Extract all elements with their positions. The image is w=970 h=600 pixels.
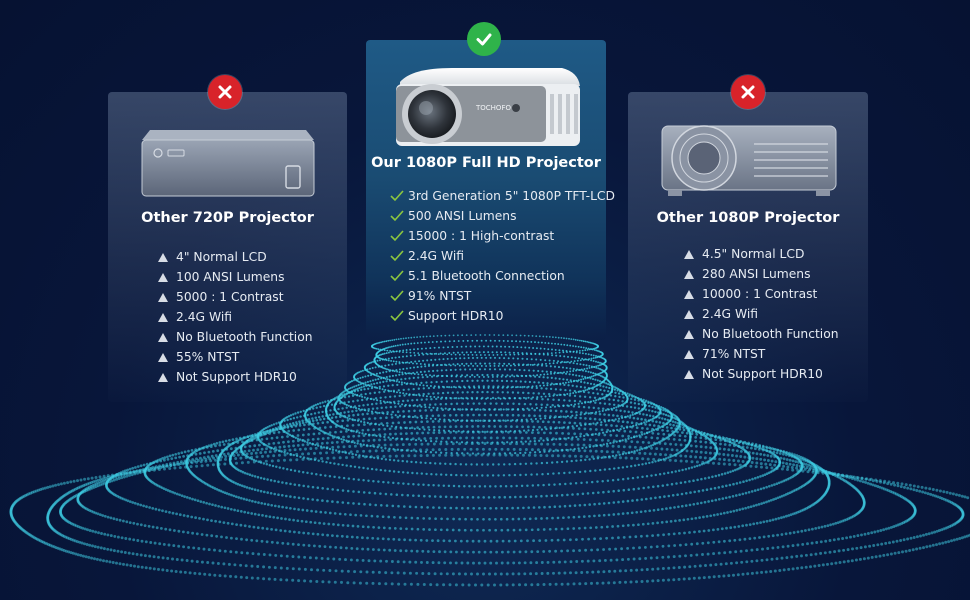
spec-item: 2.4G Wifi xyxy=(158,307,313,327)
triangle-bullet-icon xyxy=(684,289,694,299)
spec-list: 3rd Generation 5" 1080P TFT-LCD 500 ANSI … xyxy=(390,186,615,326)
card-other-1080p: Other 1080P Projector 4.5" Normal LCD 280… xyxy=(628,92,868,402)
spec-item: 2.4G Wifi xyxy=(684,304,839,324)
spec-list: 4" Normal LCD 100 ANSI Lumens 5000 : 1 Con… xyxy=(158,247,313,387)
triangle-bullet-icon xyxy=(158,352,168,362)
triangle-bullet-icon xyxy=(158,252,168,262)
projector-other-1080p-image xyxy=(661,125,837,196)
spec-item: 4.5" Normal LCD xyxy=(684,244,839,264)
spec-text: Support HDR10 xyxy=(408,309,504,323)
projector-720p-image xyxy=(141,130,315,197)
spec-item: 10000 : 1 Contrast xyxy=(684,284,839,304)
card-title: Our 1080P Full HD Projector xyxy=(371,155,601,171)
spec-text: No Bluetooth Function xyxy=(702,327,839,341)
spec-text: 2.4G Wifi xyxy=(702,307,759,321)
triangle-bullet-icon xyxy=(684,329,694,339)
check-bullet-icon xyxy=(390,230,404,242)
spec-text: Not Support HDR10 xyxy=(702,367,823,381)
projector-1080p-full-hd-image: TOCHOFO xyxy=(396,68,580,146)
card-other-720p: Other 720P Projector 4" Normal LCD 100 AN… xyxy=(108,92,347,402)
spec-text: 3rd Generation 5" 1080P TFT-LCD xyxy=(408,189,615,203)
card-our-1080p: TOCHOFO Our 1080P Full HD Projector 3rd … xyxy=(366,40,615,340)
card-title: Other 1080P Projector xyxy=(656,210,840,226)
card-title: Other 720P Projector xyxy=(141,210,314,226)
triangle-bullet-icon xyxy=(684,369,694,379)
spec-text: 2.4G Wifi xyxy=(408,249,465,263)
check-bullet-icon xyxy=(390,210,404,222)
spec-item: 71% NTST xyxy=(684,344,839,364)
triangle-bullet-icon xyxy=(158,312,168,322)
x-mark-icon xyxy=(731,75,765,109)
dot-field xyxy=(9,334,970,587)
spec-item: 100 ANSI Lumens xyxy=(158,267,313,287)
spec-item: 3rd Generation 5" 1080P TFT-LCD xyxy=(390,186,615,206)
spec-text: 15000 : 1 High-contrast xyxy=(408,229,555,243)
spec-item: 5.1 Bluetooth Connection xyxy=(390,266,615,286)
spec-text: 280 ANSI Lumens xyxy=(702,267,811,281)
check-bullet-icon xyxy=(390,250,404,262)
spec-item: No Bluetooth Function xyxy=(684,324,839,344)
spec-item: Not Support HDR10 xyxy=(684,364,839,384)
brand-label: TOCHOFO xyxy=(475,104,511,112)
triangle-bullet-icon xyxy=(684,349,694,359)
spec-text: 10000 : 1 Contrast xyxy=(702,287,818,301)
spec-text: 55% NTST xyxy=(176,350,240,364)
spec-text: 500 ANSI Lumens xyxy=(408,209,517,223)
spec-item: 91% NTST xyxy=(390,286,615,306)
spec-item: 55% NTST xyxy=(158,347,313,367)
triangle-bullet-icon xyxy=(684,309,694,319)
check-bullet-icon xyxy=(390,190,404,202)
check-bullet-icon xyxy=(390,290,404,302)
spec-text: 5000 : 1 Contrast xyxy=(176,290,284,304)
triangle-bullet-icon xyxy=(158,372,168,382)
spec-item: 5000 : 1 Contrast xyxy=(158,287,313,307)
spec-list: 4.5" Normal LCD 280 ANSI Lumens 10000 : 1 … xyxy=(684,244,839,384)
spec-text: 4.5" Normal LCD xyxy=(702,247,805,261)
triangle-bullet-icon xyxy=(684,269,694,279)
spec-item: 280 ANSI Lumens xyxy=(684,264,839,284)
spec-item: Not Support HDR10 xyxy=(158,367,313,387)
spec-text: 100 ANSI Lumens xyxy=(176,270,285,284)
spec-text: 2.4G Wifi xyxy=(176,310,233,324)
spec-text: 4" Normal LCD xyxy=(176,250,267,264)
check-bullet-icon xyxy=(390,310,404,322)
x-mark-icon xyxy=(208,75,242,109)
check-bullet-icon xyxy=(390,270,404,282)
spec-item: 500 ANSI Lumens xyxy=(390,206,615,226)
spec-text: 91% NTST xyxy=(408,289,472,303)
triangle-bullet-icon xyxy=(684,249,694,259)
spec-item: 2.4G Wifi xyxy=(390,246,615,266)
spec-item: 4" Normal LCD xyxy=(158,247,313,267)
spec-item: Support HDR10 xyxy=(390,306,615,326)
check-mark-icon xyxy=(467,22,501,56)
triangle-bullet-icon xyxy=(158,272,168,282)
spec-text: No Bluetooth Function xyxy=(176,330,313,344)
triangle-bullet-icon xyxy=(158,292,168,302)
spec-text: Not Support HDR10 xyxy=(176,370,297,384)
spec-item: 15000 : 1 High-contrast xyxy=(390,226,615,246)
spec-item: No Bluetooth Function xyxy=(158,327,313,347)
spec-text: 71% NTST xyxy=(702,347,766,361)
spec-text: 5.1 Bluetooth Connection xyxy=(408,269,565,283)
triangle-bullet-icon xyxy=(158,332,168,342)
